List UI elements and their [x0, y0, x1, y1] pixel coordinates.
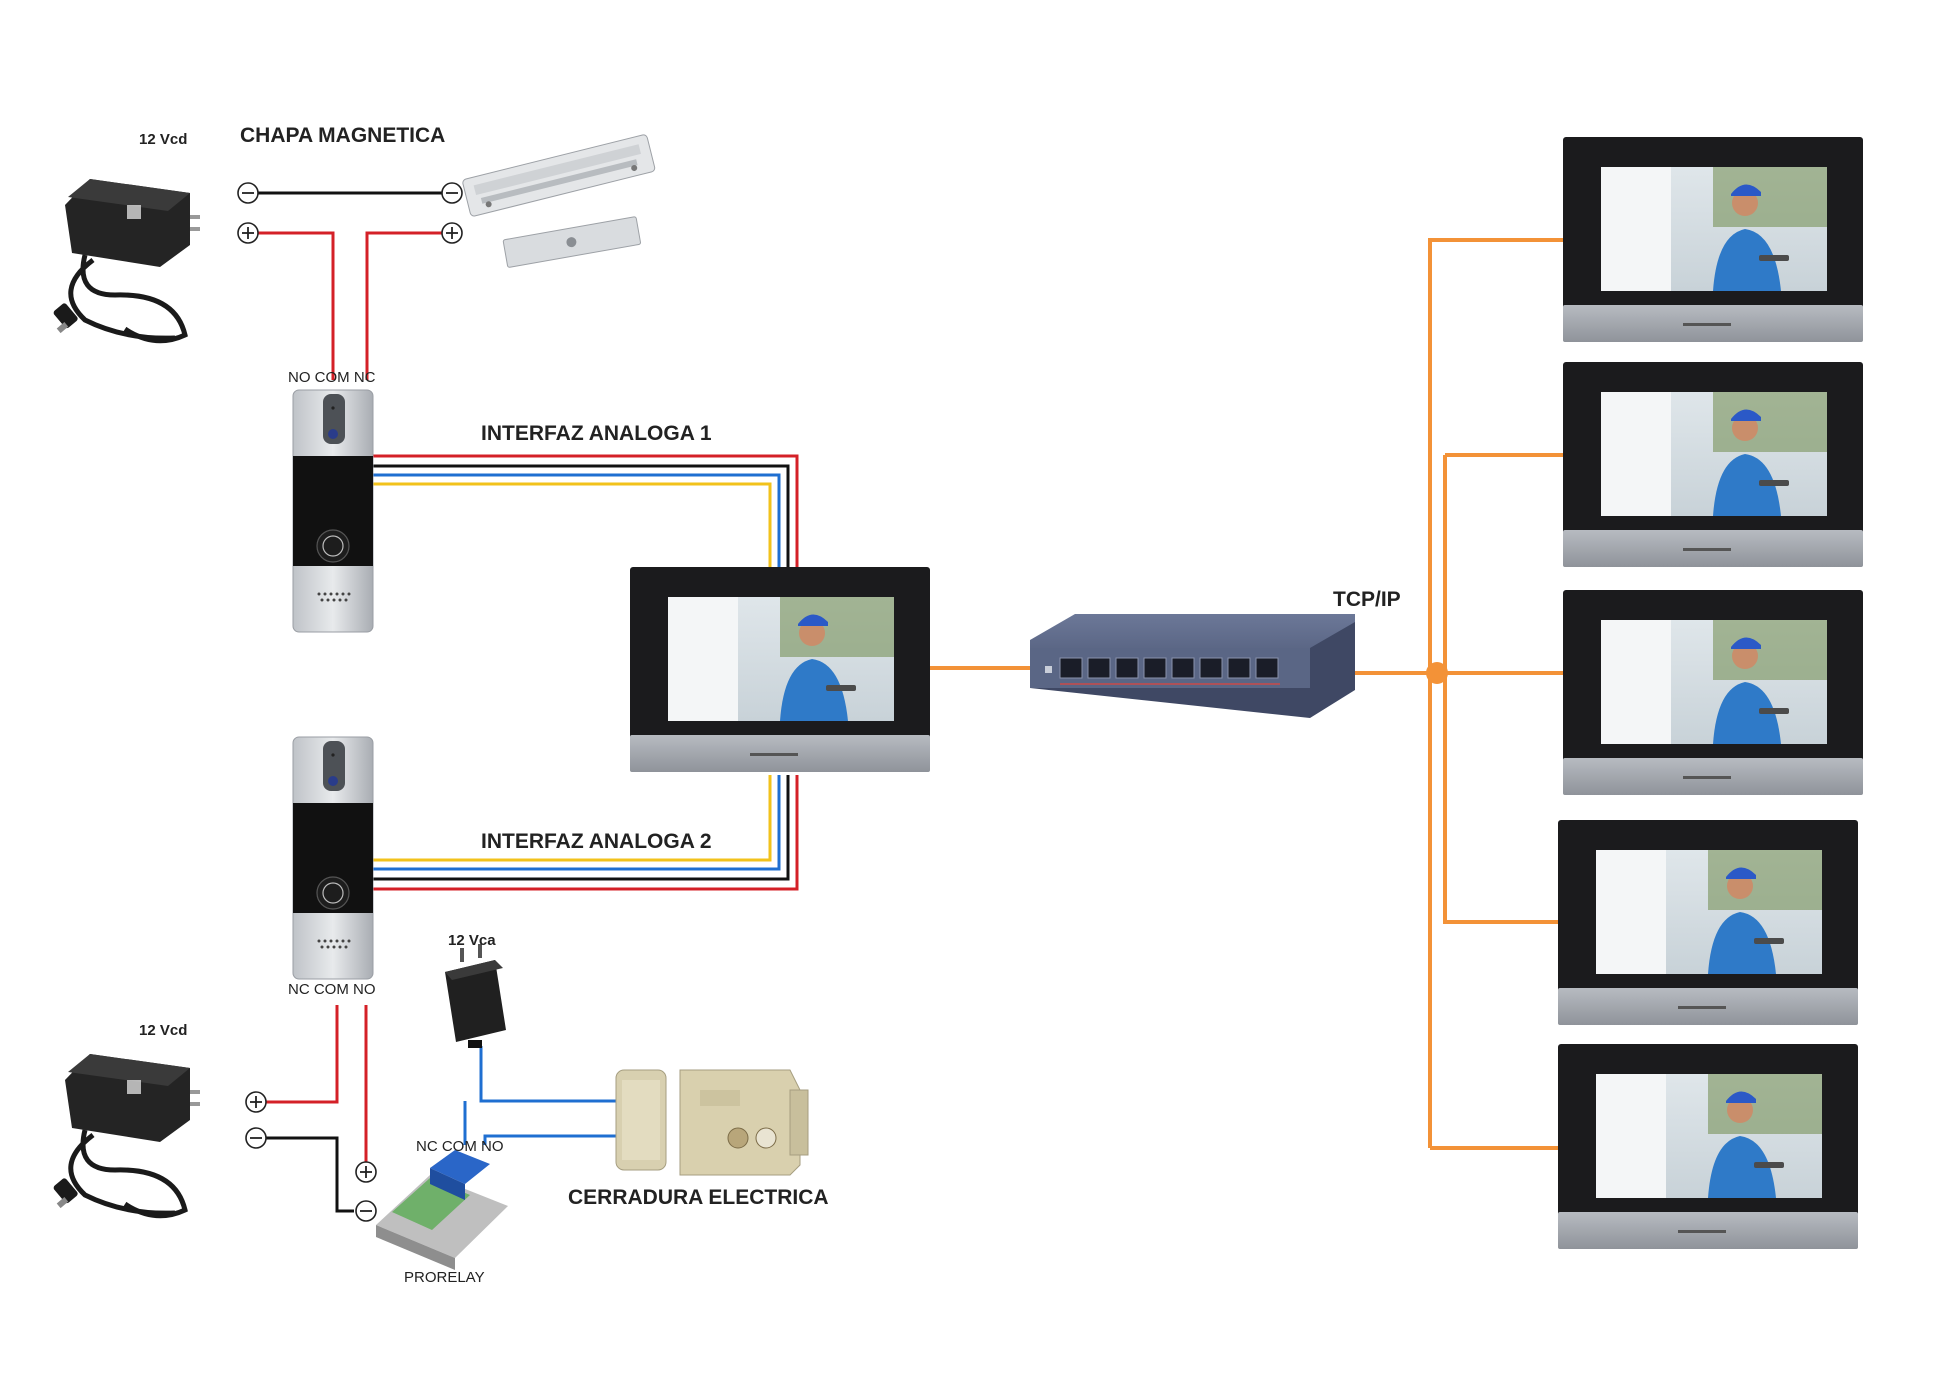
- power-adapter-top: [52, 179, 200, 341]
- electric-lock: [615, 1069, 809, 1176]
- terminals-bottom-label: NC COM NO: [288, 981, 376, 998]
- lock-power-wires: [266, 1005, 620, 1213]
- magnetic-lock: [462, 134, 656, 268]
- terminals-top-label: NO COM NC: [288, 369, 376, 386]
- maglock-title: CHAPA MAGNETICA: [240, 124, 446, 147]
- power-adapter-bottom: [52, 1054, 200, 1216]
- relay-terminals-label: NC COM NO: [416, 1138, 504, 1155]
- main-monitor: [630, 567, 930, 772]
- monitor-1: [1563, 137, 1863, 342]
- minus-terminal: [441, 182, 463, 204]
- network-cables: [930, 238, 1570, 1150]
- monitor-5: [1558, 1044, 1858, 1249]
- plus-terminal: [245, 1091, 267, 1113]
- interface-2-label: INTERFAZ ANALOGA 2: [481, 830, 712, 853]
- monitor-2: [1563, 362, 1863, 567]
- minus-terminal: [245, 1127, 267, 1149]
- minus-terminal: [355, 1200, 377, 1222]
- plus-terminal: [441, 222, 463, 244]
- interface-1-cable: [372, 454, 799, 572]
- monitor-3: [1563, 590, 1863, 795]
- poe-switch: [1030, 614, 1355, 718]
- minus-terminal: [237, 182, 259, 204]
- plus-terminal: [237, 222, 259, 244]
- power-top-label: 12 Vcd: [139, 131, 188, 148]
- network-label: TCP/IP: [1333, 588, 1401, 611]
- relay-name-label: PRORELAY: [404, 1269, 485, 1286]
- maglock-power-wires: [248, 191, 452, 380]
- interface-1-label: INTERFAZ ANALOGA 1: [481, 422, 712, 445]
- ac-adapter: [445, 944, 506, 1048]
- power-ac-label: 12 Vca: [448, 932, 496, 949]
- door-station-1: [292, 389, 374, 633]
- electric-lock-label: CERRADURA ELECTRICA: [568, 1186, 829, 1209]
- door-station-2: [292, 736, 374, 980]
- monitor-4: [1558, 820, 1858, 1025]
- relay-module: [376, 1150, 508, 1270]
- network-junction: [1426, 662, 1448, 684]
- plus-terminal: [355, 1161, 377, 1183]
- power-bottom-label: 12 Vcd: [139, 1022, 188, 1039]
- interface-2-cable: [372, 775, 799, 891]
